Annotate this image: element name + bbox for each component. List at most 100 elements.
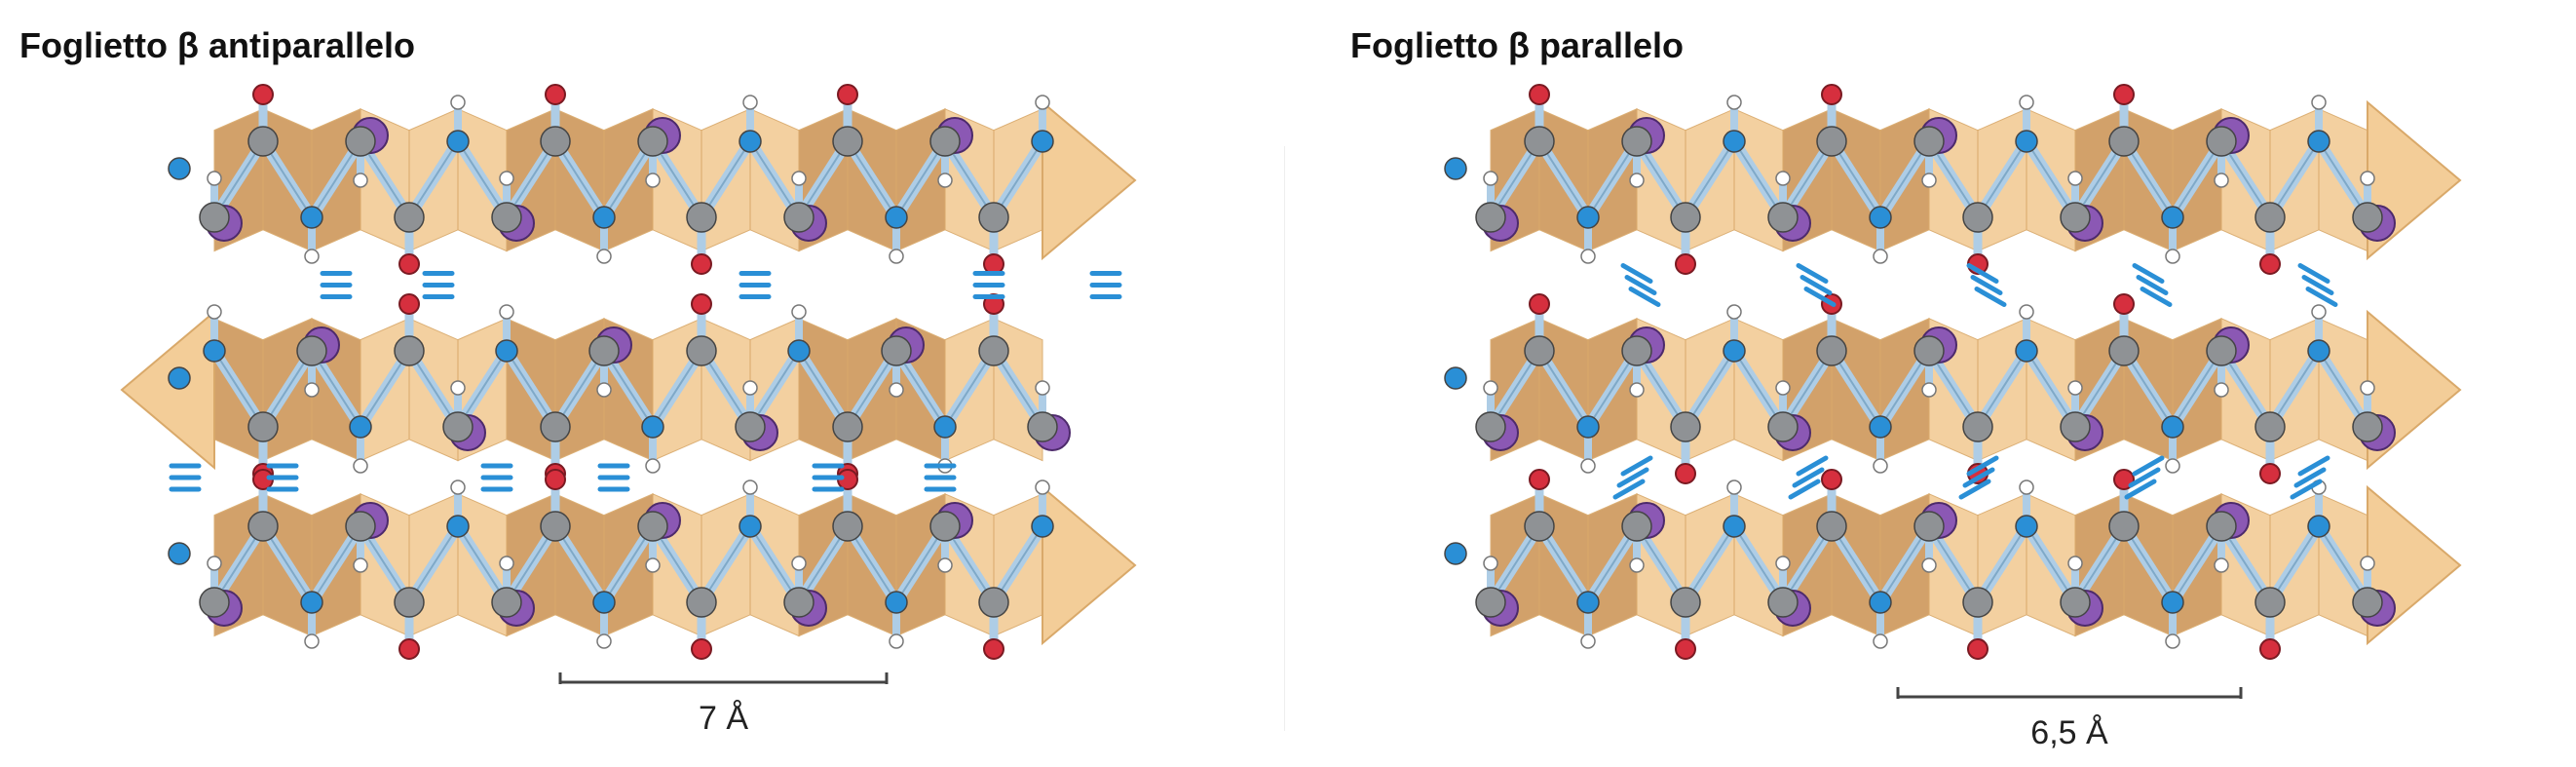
hydrogen-bond (1796, 263, 1829, 284)
hydrogen-atom (791, 556, 807, 571)
oxygen-atom (398, 253, 420, 275)
hydrogen-bond (2293, 467, 2327, 488)
hydrogen-bond (2140, 287, 2173, 307)
nitrogen-atom (2015, 130, 2038, 153)
hydrogen-atom (1726, 304, 1742, 320)
hydrogen-atom (1629, 173, 1645, 188)
carbon-atom (2254, 411, 2286, 442)
hydrogen-atom (2311, 95, 2327, 110)
nitrogen-atom (2161, 591, 2184, 614)
carbon-atom (1621, 126, 1652, 157)
carbon-atom (2108, 511, 2140, 542)
oxygen-atom (545, 84, 566, 105)
nitrogen-atom (349, 415, 372, 439)
oxygen-atom (2113, 84, 2135, 105)
hydrogen-atom (1921, 173, 1937, 188)
oxygen-atom (691, 638, 712, 660)
hydrogen-atom (1873, 458, 1888, 474)
carbon-atom (1816, 511, 1847, 542)
atoms (168, 469, 1054, 660)
hydrogen-atom (450, 479, 466, 495)
nitrogen-atom (1869, 591, 1892, 614)
carbon-atom (2206, 335, 2237, 366)
carbon-atom (686, 587, 717, 618)
hydrogen-atom (499, 556, 514, 571)
nitrogen-atom (885, 206, 908, 229)
hydrogen-bond (1958, 479, 1991, 500)
scale-label: 6,5 Å (2030, 714, 2108, 751)
hydrogen-atom (2311, 304, 2327, 320)
carbon-atom (978, 335, 1009, 366)
nitrogen-atom (2161, 206, 2184, 229)
hydrogen-atom (645, 458, 661, 474)
carbon-atom (491, 587, 522, 618)
hydrogen-atom (2360, 380, 2375, 396)
carbon-atom (247, 411, 279, 442)
hydrogen-atom (791, 304, 807, 320)
nitrogen-atom (1444, 542, 1467, 565)
carbon-atom (1027, 411, 1058, 442)
carbon-atom (1962, 202, 1993, 233)
nitrogen-atom (1576, 415, 1600, 439)
hydrogen-bond (2128, 467, 2161, 488)
oxygen-atom (1529, 293, 1550, 315)
oxygen-atom (2259, 463, 2281, 484)
carbon-atom (2352, 202, 2383, 233)
nitrogen-atom (300, 591, 323, 614)
nitrogen-atom (1031, 130, 1054, 153)
hydrogen-bond (2297, 455, 2330, 477)
hydrogen-atom (1921, 557, 1937, 573)
carbon-atom (247, 511, 279, 542)
nitrogen-atom (1869, 415, 1892, 439)
oxygen-atom (252, 84, 274, 105)
beta-strand-2 (120, 293, 1071, 484)
carbon-atom (491, 202, 522, 233)
carbon-atom (2254, 587, 2286, 618)
oxygen-atom (983, 638, 1004, 660)
hydrogen-bond (1974, 287, 2007, 307)
strand-arrowhead (120, 309, 215, 471)
hydrogen-atom (499, 304, 514, 320)
carbon-atom (1767, 202, 1799, 233)
nitrogen-atom (2015, 339, 2038, 363)
carbon-atom (929, 511, 961, 542)
hydrogen-atom (1873, 633, 1888, 649)
parallel-sheet-diagram: 6,5 Å (1444, 84, 2462, 751)
hydrogen-atom (304, 633, 320, 649)
nitrogen-atom (1723, 515, 1746, 538)
nitrogen-atom (2161, 415, 2184, 439)
carbon-atom (929, 126, 961, 157)
hydrogen-atom (2019, 304, 2034, 320)
hydrogen-atom (2214, 557, 2229, 573)
carbon-atom (783, 587, 814, 618)
carbon-atom (881, 335, 912, 366)
oxygen-atom (1529, 84, 1550, 105)
nitrogen-atom (446, 515, 470, 538)
carbon-atom (1913, 335, 1945, 366)
nitrogen-atom (2015, 515, 2038, 538)
nitrogen-atom (1444, 157, 1467, 180)
carbon-atom (1670, 411, 1701, 442)
nitrogen-atom (446, 130, 470, 153)
nitrogen-atom (1869, 206, 1892, 229)
carbon-atom (2108, 335, 2140, 366)
carbon-atom (1962, 587, 1993, 618)
nitrogen-atom (203, 339, 226, 363)
hydrogen-atom (2019, 95, 2034, 110)
hydrogen-atom (889, 382, 904, 398)
nitrogen-atom (592, 206, 616, 229)
carbon-atom (1475, 202, 1506, 233)
carbon-atom (1767, 587, 1799, 618)
atoms (1444, 293, 2396, 484)
nitrogen-atom (739, 130, 762, 153)
hydrogen-atom (742, 95, 758, 110)
nitrogen-atom (641, 415, 664, 439)
carbon-atom (394, 202, 425, 233)
hydrogen-bond (2124, 479, 2157, 500)
nitrogen-atom (168, 542, 191, 565)
hydrogen-bond (2305, 287, 2338, 307)
strand-arrowhead (1042, 99, 1137, 261)
carbon-atom (1475, 411, 1506, 442)
hydrogen-atom (1035, 95, 1050, 110)
carbon-atom (735, 411, 766, 442)
